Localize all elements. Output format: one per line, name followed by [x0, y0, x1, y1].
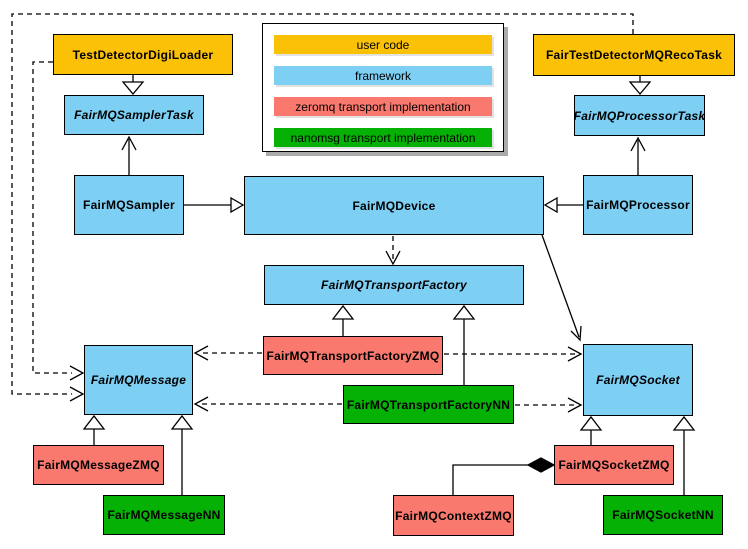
edge-dependency-factorynn-to-socket	[515, 397, 583, 413]
node-label: FairMQSamplerTask	[74, 108, 194, 122]
node-label: FairMQSocketNN	[612, 508, 714, 522]
node-label: FairMQTransportFactoryNN	[346, 397, 511, 412]
node-fairmq-socket-zmq: FairMQSocketZMQ	[554, 445, 674, 485]
node-fairmq-sampler: FairMQSampler	[74, 175, 184, 235]
node-label: FairMQProcessorTask	[573, 108, 706, 123]
node-label: FairMQSocket	[596, 373, 680, 387]
node-fair-test-detector-mq-reco-task: FairTestDetectorMQRecoTask	[533, 34, 735, 76]
legend-label: framework	[354, 68, 411, 83]
edge-composition-socketzmq-contextzmq	[452, 457, 556, 495]
edge-dependency-factoryzmq-to-message	[193, 345, 262, 361]
legend-item-user-code: user code	[274, 35, 492, 54]
node-fairmq-processor-task: FairMQProcessorTask	[574, 95, 705, 136]
node-label: FairMQMessage	[90, 373, 187, 387]
node-fairmq-transport-factory-nn: FairMQTransportFactoryNN	[343, 385, 514, 424]
node-label: FairMQDevice	[352, 198, 436, 213]
edge-association-device-to-socket	[541, 234, 582, 342]
edge-dependency-device-to-transportfactory	[385, 236, 401, 266]
node-fairmq-message-nn: FairMQMessageNN	[103, 495, 225, 535]
node-fairmq-transport-factory-zmq: FairMQTransportFactoryZMQ	[263, 336, 443, 375]
edge-association-sampler-to-samplertask	[121, 135, 137, 175]
edge-inheritance-socketzmq-socket	[579, 415, 603, 445]
node-label: FairMQSocketZMQ	[558, 458, 670, 472]
edge-inheritance-socketnn-socket	[672, 415, 696, 495]
edge-inheritance-messagezmq-message	[82, 414, 106, 445]
edge-inheritance-factorynn-factory	[452, 304, 476, 385]
node-fairmq-socket-nn: FairMQSocketNN	[603, 495, 723, 535]
node-test-detector-digi-loader: TestDetectorDigiLoader	[53, 34, 233, 75]
edge-association-processor-to-processortask	[630, 136, 646, 175]
node-fairmq-message-zmq: FairMQMessageZMQ	[33, 445, 164, 485]
legend-label: user code	[356, 37, 410, 52]
node-label: TestDetectorDigiLoader	[72, 47, 214, 62]
node-fairmq-sampler-task: FairMQSamplerTask	[64, 95, 204, 135]
edge-inheritance-sampler-device	[184, 196, 245, 214]
node-fairmq-processor: FairMQProcessor	[583, 175, 693, 235]
node-label: FairMQProcessor	[586, 198, 690, 212]
edge-inheritance-recotask-processortask	[628, 76, 652, 96]
legend-item-zeromq: zeromq transport implementation	[274, 97, 492, 116]
edge-dependency-digiloader-to-message	[32, 61, 85, 381]
edge-dependency-recotask-to-message	[11, 13, 634, 402]
node-label: FairMQTransportFactory	[321, 278, 467, 292]
node-label: FairMQMessageZMQ	[37, 458, 160, 472]
node-label: FairMQMessageNN	[107, 508, 221, 522]
edge-inheritance-processor-device	[543, 196, 583, 214]
node-label: FairTestDetectorMQRecoTask	[545, 48, 723, 62]
node-fairmq-device: FairMQDevice	[244, 176, 544, 235]
legend-label: nanomsg transport implementation	[290, 130, 476, 145]
edge-inheritance-messagenn-message	[170, 414, 194, 495]
node-fairmq-message: FairMQMessage	[84, 345, 193, 415]
edge-inheritance-digiloader-samplertask	[121, 75, 145, 96]
legend-item-framework: framework	[274, 66, 492, 85]
node-label: FairMQSampler	[83, 198, 175, 212]
edge-inheritance-factoryzmq-factory	[331, 304, 355, 336]
legend-label: zeromq transport implementation	[295, 99, 471, 114]
node-fairmq-transport-factory: FairMQTransportFactory	[264, 265, 524, 305]
node-label: FairMQContextZMQ	[395, 508, 512, 523]
node-label: FairMQTransportFactoryZMQ	[266, 348, 440, 363]
node-fairmq-socket: FairMQSocket	[583, 344, 693, 416]
legend: user code framework zeromq transport imp…	[262, 23, 504, 152]
node-fairmq-context-zmq: FairMQContextZMQ	[393, 495, 514, 536]
edge-dependency-factoryzmq-to-socket	[444, 346, 583, 362]
legend-item-nanomsg: nanomsg transport implementation	[274, 128, 492, 147]
edge-dependency-factorynn-to-message	[193, 396, 342, 412]
